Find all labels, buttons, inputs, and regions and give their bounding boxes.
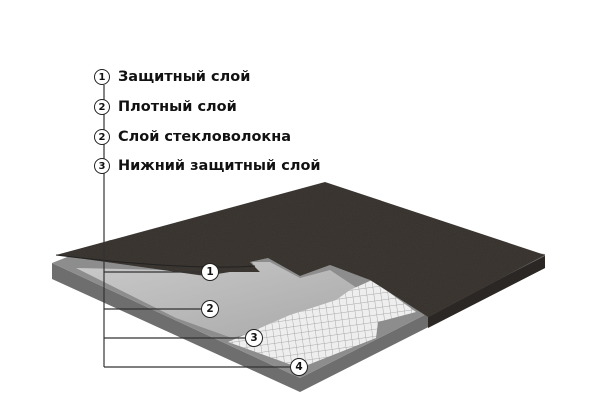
legend-item: 2 Плотный слой [94, 96, 237, 118]
callout-1: 1 [201, 263, 219, 281]
callout-2: 2 [201, 300, 219, 318]
callout-4: 4 [290, 358, 308, 376]
legend-label: Слой стекловолокна [118, 129, 292, 145]
legend-number: 1 [94, 69, 110, 85]
peel-edge [55, 254, 256, 268]
legend-number: 2 [94, 129, 110, 145]
protective-layer-side [428, 256, 545, 328]
legend-label: Нижний защитный слой [118, 158, 321, 174]
legend-item: 3 Нижний защитный слой [94, 155, 321, 177]
fiberglass-layer [228, 280, 416, 368]
legend-number: 2 [94, 99, 110, 115]
legend-number: 3 [94, 158, 110, 174]
legend-label: Защитный слой [118, 69, 251, 85]
legend-item: 1 Защитный слой [94, 66, 250, 88]
legend-label: Плотный слой [118, 99, 237, 115]
protective-layer-top [56, 182, 545, 317]
legend-item: 2 Слой стекловолокна [94, 126, 291, 148]
base-layer-side [52, 254, 545, 392]
callout-3: 3 [245, 329, 263, 347]
